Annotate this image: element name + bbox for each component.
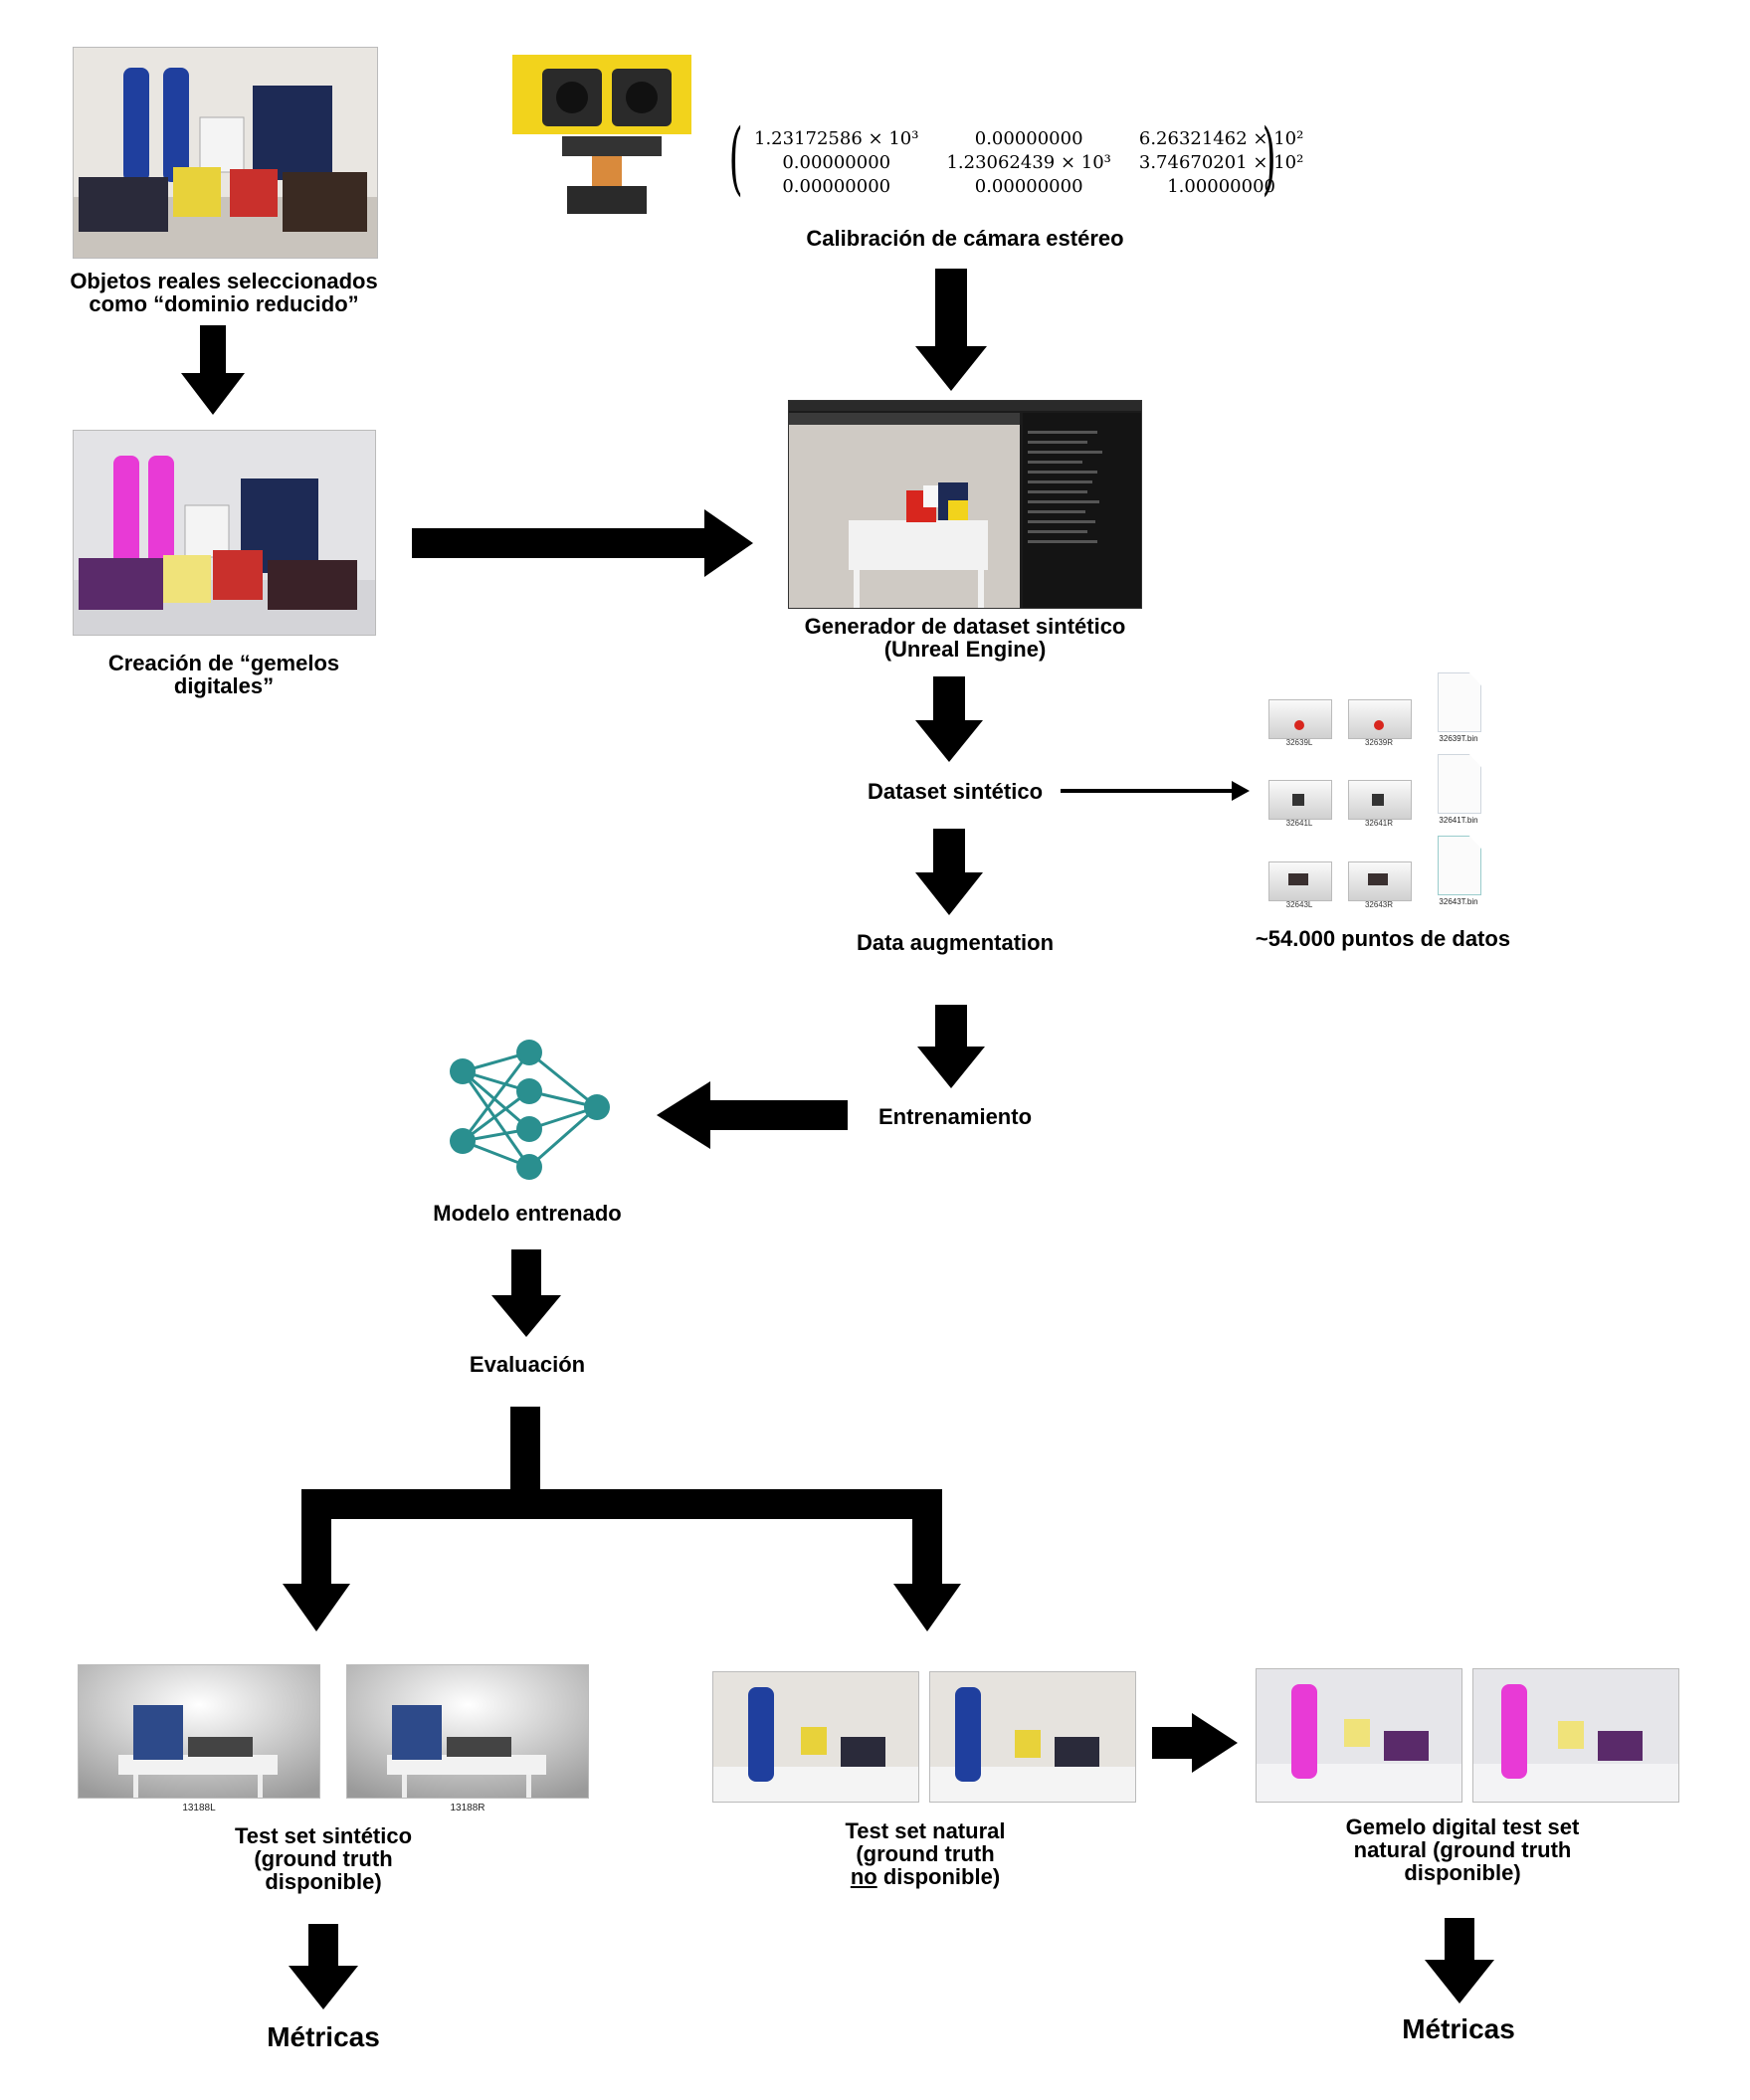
sample-left-image — [1268, 699, 1332, 739]
label-generator: Generador de dataset sintético (Unreal E… — [804, 614, 1126, 662]
test-natural-line1: Test set natural — [845, 1818, 1006, 1843]
matrix-cell: 1.23062439 × 10³ — [946, 151, 1111, 173]
sample-right-caption: 32639R — [1364, 738, 1394, 747]
sample-right-image — [1348, 699, 1412, 739]
synthetic-test-right-image — [346, 1664, 589, 1799]
label-test-natural: Test set natural (ground truth no dispon… — [796, 1819, 1055, 1888]
twin-test-left-image — [1256, 1668, 1462, 1803]
matrix-row: 0.00000000 1.23062439 × 10³ 3.74670201 ×… — [740, 150, 1317, 174]
arrow-model-to-evaluation — [491, 1249, 561, 1337]
arrow-dataset-to-augmentation — [915, 829, 983, 915]
label-test-synthetic: Test set sintético (ground truth disponi… — [234, 1823, 413, 1894]
bin-file-caption: 32643T.bin — [1439, 897, 1478, 906]
synthetic-test-left-image — [78, 1664, 320, 1799]
arrow-dataset-to-samples — [1061, 781, 1250, 801]
matrix-cell: 0.00000000 — [974, 175, 1083, 197]
real-objects-photo — [73, 47, 378, 259]
arrow-twins-to-generator — [412, 509, 753, 577]
bin-file-icon — [1438, 672, 1481, 732]
sample-left-caption: 32643L — [1285, 900, 1313, 909]
sample-right-caption: 32643R — [1364, 900, 1394, 909]
label-trained-model: Modelo entrenado — [433, 1201, 622, 1226]
synthetic-right-caption: 13188R — [450, 1803, 486, 1814]
arrow-training-to-model — [657, 1081, 848, 1149]
bin-file-caption: 32639T.bin — [1439, 734, 1478, 743]
sample-right-caption: 32641R — [1364, 819, 1394, 828]
label-data-augmentation: Data augmentation — [856, 930, 1055, 955]
test-natural-rest: disponible) — [876, 1864, 1001, 1889]
sample-object — [1368, 873, 1388, 885]
matrix-row: 1.23172586 × 10³ 0.00000000 6.26321462 ×… — [740, 126, 1317, 150]
calibration-matrix: ( 1.23172586 × 10³ 0.00000000 6.26321462… — [726, 118, 1304, 204]
stereo-camera-image — [512, 47, 701, 214]
arrow-generator-to-dataset — [915, 676, 983, 762]
arrow-natural-to-twin — [1152, 1713, 1238, 1773]
matrix-cell: 1.23172586 × 10³ — [754, 127, 919, 149]
label-calibration: Calibración de cámara estéreo — [806, 226, 1124, 251]
sample-object — [1374, 720, 1384, 730]
unreal-engine-screenshot — [788, 400, 1142, 609]
label-synthetic-dataset: Dataset sintético — [867, 779, 1044, 804]
matrix-right-paren: ) — [1262, 111, 1276, 204]
label-digital-twins: Creación de “gemelos digitales” — [107, 651, 340, 698]
test-natural-line2: (ground truth — [856, 1841, 995, 1866]
label-twin-test: Gemelo digital test set natural (ground … — [1345, 1814, 1580, 1885]
sample-object — [1292, 794, 1304, 806]
sample-left-caption: 32641L — [1285, 819, 1313, 828]
sample-object — [1294, 720, 1304, 730]
matrix-cell: 1.00000000 — [1167, 175, 1275, 197]
sample-object — [1288, 873, 1308, 885]
matrix-cell: 6.26321462 × 10² — [1138, 127, 1304, 149]
matrix-left-paren: ( — [728, 111, 743, 204]
matrix-cell: 0.00000000 — [782, 175, 891, 197]
bin-file-caption: 32641T.bin — [1439, 816, 1478, 825]
bin-file-icon — [1438, 836, 1481, 895]
sample-left-caption: 32639L — [1285, 738, 1313, 747]
label-evaluation: Evaluación — [469, 1352, 586, 1377]
arrow-evaluation-split — [283, 1407, 961, 1631]
test-natural-line3: no disponible) — [796, 1865, 1055, 1888]
natural-test-left-image — [712, 1671, 919, 1803]
twin-test-right-image — [1472, 1668, 1679, 1803]
synthetic-left-caption: 13188L — [182, 1803, 216, 1814]
arrow-synthetic-to-metrics — [289, 1924, 358, 2009]
label-data-points: ~54.000 puntos de datos — [1255, 926, 1511, 951]
matrix-cell: 0.00000000 — [974, 127, 1083, 149]
arrow-real-to-twins — [181, 325, 245, 415]
arrow-twin-to-metrics — [1425, 1918, 1494, 2004]
dataset-samples-grid: 32639L 32639R 32639T.bin 32641L 32641R 3… — [1268, 672, 1517, 911]
matrix-table: 1.23172586 × 10³ 0.00000000 6.26321462 ×… — [740, 126, 1317, 198]
label-metrics-right: Métricas — [1402, 2013, 1515, 2044]
label-real-objects: Objetos reales seleccionados como “domin… — [70, 269, 378, 316]
matrix-cell: 0.00000000 — [782, 151, 891, 173]
matrix-row: 0.00000000 0.00000000 1.00000000 — [740, 174, 1317, 198]
neural-network-icon — [438, 1030, 617, 1189]
arrow-calibration-to-generator — [915, 269, 987, 391]
test-natural-no: no — [850, 1864, 877, 1889]
natural-test-right-image — [929, 1671, 1136, 1803]
arrow-augmentation-to-training — [917, 1005, 985, 1088]
label-training: Entrenamiento — [877, 1104, 1033, 1129]
sample-object — [1372, 794, 1384, 806]
bin-file-icon — [1438, 754, 1481, 814]
matrix-cell: 3.74670201 × 10² — [1138, 151, 1304, 173]
label-metrics-left: Métricas — [267, 2021, 380, 2052]
digital-twins-photo — [73, 430, 376, 636]
